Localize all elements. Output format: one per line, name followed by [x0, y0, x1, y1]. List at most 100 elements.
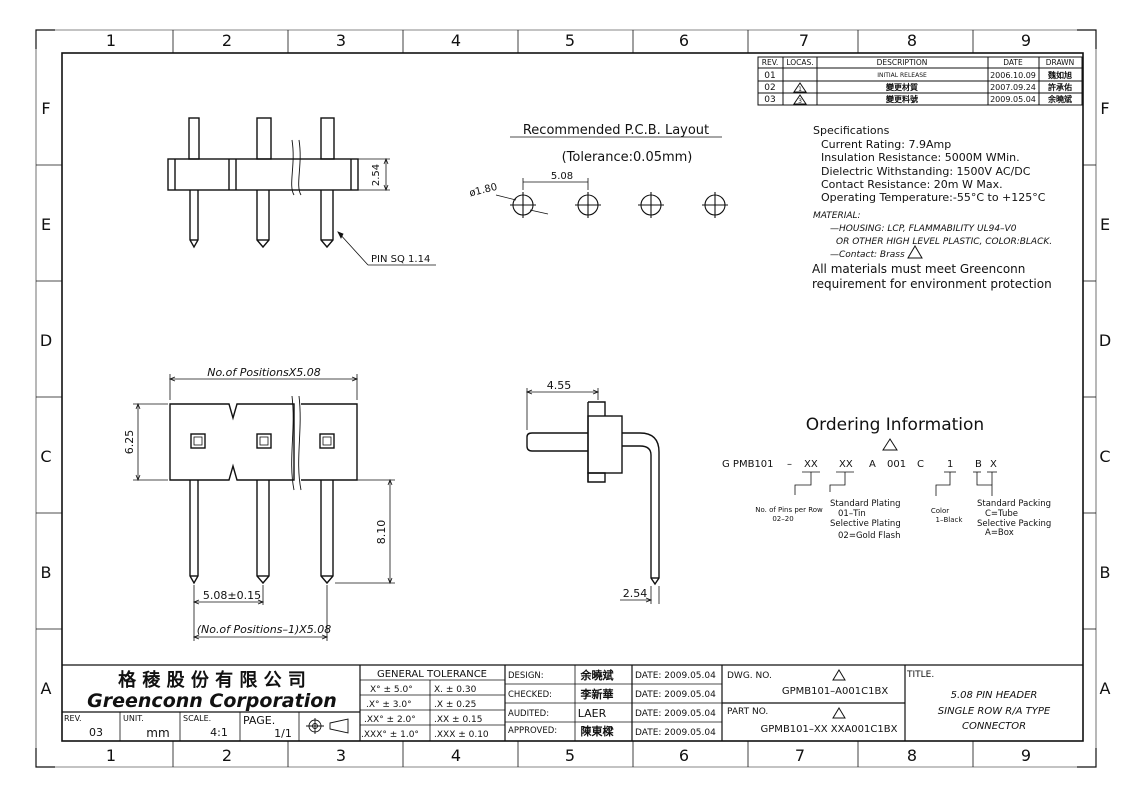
specifications: Specifications Current Rating: 7.9Amp In…	[812, 124, 1052, 291]
rev-header: LOCAS.	[786, 58, 813, 67]
col-label-bottom: 7	[795, 746, 805, 765]
col-label-top: 6	[679, 31, 689, 50]
tolerance-linear: .X ± 0.25	[434, 700, 476, 710]
ordering-pins-label: No. of Pins per Row	[755, 506, 823, 514]
rev-header: DESCRIPTION	[877, 58, 928, 67]
ordering-packing-label: A=Box	[985, 528, 1014, 538]
col-label-bottom: 3	[336, 746, 346, 765]
signoff-role: DESIGN:	[508, 671, 544, 681]
signoff-role: APPROVED:	[508, 726, 557, 736]
ordering-code-part: X	[990, 459, 997, 470]
ordering-packing-label: C=Tube	[985, 509, 1018, 519]
row-label-left: F	[41, 99, 50, 118]
revision-triangle-number: 1	[798, 86, 802, 93]
pcb-pitch: 5.08	[551, 171, 573, 182]
row-label-left: B	[41, 563, 52, 582]
ordering-packing-label: Selective Packing	[977, 519, 1051, 529]
col-label-top: 8	[907, 31, 917, 50]
side-view: 4.55 2.54	[525, 379, 660, 604]
ordering-code-part: G PMB101	[722, 459, 774, 470]
material-line: —Contact: Brass	[830, 250, 905, 260]
signoff-role: CHECKED:	[508, 690, 552, 700]
rev-cell: 2009.05.04	[990, 95, 1036, 104]
ordering-plating-label: Standard Plating	[830, 499, 901, 509]
ordering-information: Ordering Information G PMB101 – XX XX A …	[722, 415, 1051, 541]
ordering-pins-label: 02–20	[772, 515, 793, 523]
col-label-top: 4	[451, 31, 461, 50]
col-label-bottom: 2	[222, 746, 232, 765]
dim-positions-width: No.of PositionsX5.08	[207, 366, 321, 379]
ordering-code-part: 1	[947, 459, 953, 470]
ordering-code-part: C	[917, 459, 924, 470]
dwg-label: DWG. NO.	[727, 671, 772, 681]
ordering-plating-label: 02=Gold Flash	[838, 531, 900, 541]
page-label: PAGE.	[243, 714, 275, 727]
dwg-value: GPMB101–A001C1BX	[782, 686, 888, 697]
spec-line: Dielectric Withstanding: 1500V AC/DC	[821, 165, 1031, 178]
col-label-bottom: 5	[565, 746, 575, 765]
title-block: 格 稜 股 份 有 限 公 司 Greenconn Corporation RE…	[62, 664, 1083, 741]
row-label-right: A	[1100, 679, 1111, 698]
part-label: PART NO.	[727, 707, 768, 717]
pcb-layout: Recommended P.C.B. Layout (Tolerance:0.0…	[468, 123, 728, 218]
ordering-code-part: 001	[887, 459, 906, 470]
ordering-code-part: XX	[839, 459, 853, 470]
spec-title: Specifications	[813, 124, 890, 137]
title-line: CONNECTOR	[962, 721, 1026, 732]
col-label-top: 9	[1021, 31, 1031, 50]
tolerance-angle: .X° ± 3.0°	[366, 700, 412, 710]
dim-positions-minus: (No.of Positions–1)X5.08	[197, 623, 332, 636]
page-value: 1/1	[274, 727, 292, 740]
rev-header: DRAWN	[1046, 58, 1074, 67]
rev-header: REV.	[762, 58, 779, 67]
dim-pitch-tolerance: 5.08±0.15	[203, 589, 261, 602]
tolerance-angle: .XXX° ± 1.0°	[361, 730, 419, 740]
front-view: No.of PositionsX5.08 6.25 8.10 5.08±0.15…	[123, 366, 395, 641]
unit-value: mm	[146, 726, 169, 740]
rev-cell: 2007.09.24	[990, 83, 1036, 92]
row-label-right: F	[1100, 99, 1109, 118]
tolerance-linear: .XX ± 0.15	[434, 715, 483, 725]
col-label-top: 5	[565, 31, 575, 50]
dim-pin-length: 8.10	[375, 520, 388, 545]
ordering-code-part: A	[869, 459, 876, 470]
part-value: GPMB101–XX XXA001C1BX	[761, 724, 898, 735]
ordering-title: Ordering Information	[806, 415, 984, 435]
tolerance-linear: .XXX ± 0.10	[434, 730, 489, 740]
row-label-left: E	[41, 215, 51, 234]
material-line: OR OTHER HIGH LEVEL PLASTIC, COLOR:BLACK…	[836, 237, 1052, 247]
ordering-packing-label: Standard Packing	[977, 499, 1051, 509]
ordering-code-part: –	[787, 459, 792, 470]
zone-labels: 1 2 3 4 5 6 7 8 9 1 2 3 4 5 6 7 8 9 F E …	[40, 31, 1111, 765]
ordering-plating-label: 01–Tin	[838, 509, 866, 519]
signoff-name: 余曉斌	[580, 668, 614, 682]
spec-line: Contact Resistance: 20m W Max.	[821, 178, 1003, 191]
dim-top-height: 2.54	[371, 164, 382, 186]
ordering-plating-label: Selective Plating	[830, 519, 901, 529]
pcb-hole: ø1.80	[468, 182, 498, 200]
col-label-bottom: 4	[451, 746, 461, 765]
row-label-left: A	[41, 679, 52, 698]
ordering-color-label: 1–Black	[936, 516, 964, 524]
signoff-role: AUDITED:	[508, 709, 549, 719]
signoff-date: DATE: 2009.05.04	[635, 709, 716, 719]
dim-side-pitch: 2.54	[623, 587, 648, 600]
pcb-title: Recommended P.C.B. Layout	[523, 123, 709, 138]
rev-cell: 變更料號	[885, 94, 918, 104]
rev-cell: 02	[764, 83, 775, 93]
top-view: 2.54 PIN SQ 1.14	[167, 117, 436, 266]
spec-line: Insulation Resistance: 5000M WMin.	[821, 151, 1020, 164]
row-label-right: D	[1099, 331, 1111, 350]
revision-triangle-icon	[793, 82, 807, 93]
signoff-name: 李新華	[580, 687, 614, 701]
col-label-top: 3	[336, 31, 346, 50]
dwg-triangle-icon	[832, 669, 846, 681]
rev-header: DATE	[1003, 58, 1023, 67]
title-line: SINGLE ROW R/A TYPE	[938, 706, 1051, 717]
col-label-bottom: 1	[106, 746, 116, 765]
unit-label: UNIT.	[123, 714, 144, 723]
warning-triangle-icon	[907, 245, 923, 259]
dim-pin-sq: PIN SQ 1.14	[371, 254, 430, 265]
ordering-code-part: B	[975, 459, 982, 470]
signoff-name: LAER	[578, 707, 607, 720]
